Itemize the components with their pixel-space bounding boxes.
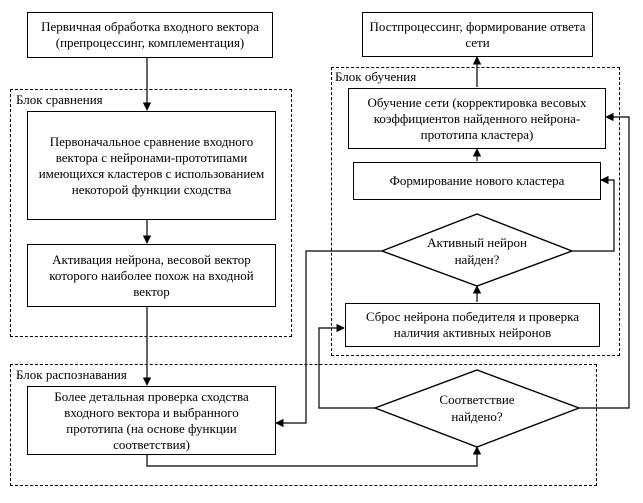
initial-compare-box: Первоначальное сравнение входного вектор… <box>27 111 276 220</box>
arrow-active-to-check <box>275 250 382 428</box>
new-cluster-box: Формирование нового кластера <box>353 162 601 200</box>
arrow-active-to-newcluster <box>572 175 615 252</box>
detailed-check-box: Более детальная проверка сходства входно… <box>27 386 276 455</box>
learning-block <box>331 67 620 356</box>
activation-box: Активация нейрона, весовой вектор которо… <box>27 244 276 307</box>
arrow-check-to-match <box>146 446 482 467</box>
training-box: Обучение сети (корректировка весовых коэ… <box>348 88 606 149</box>
arrow-match-to-training <box>579 112 630 409</box>
learning-block-label: Блок обучения <box>335 69 417 84</box>
preprocessing-box: Первичная обработка входного вектора (пр… <box>27 12 273 58</box>
decision-match-found-label: Соответствие найдено? <box>439 392 515 424</box>
recognition-block <box>10 364 597 486</box>
compare-block-label: Блок сравнения <box>16 92 103 107</box>
compare-block <box>10 89 292 337</box>
postprocessing-box: Постпроцессинг, формирование ответа сети <box>362 12 593 57</box>
reset-box: Сброс нейрона победителя и проверка нали… <box>345 303 600 347</box>
recognition-block-label: Блок распознавания <box>16 367 127 382</box>
decision-match-found-shape <box>373 369 581 448</box>
decision-active-found-label: Активный нейрон найден? <box>427 235 527 267</box>
decision-active-found-shape <box>380 213 574 287</box>
